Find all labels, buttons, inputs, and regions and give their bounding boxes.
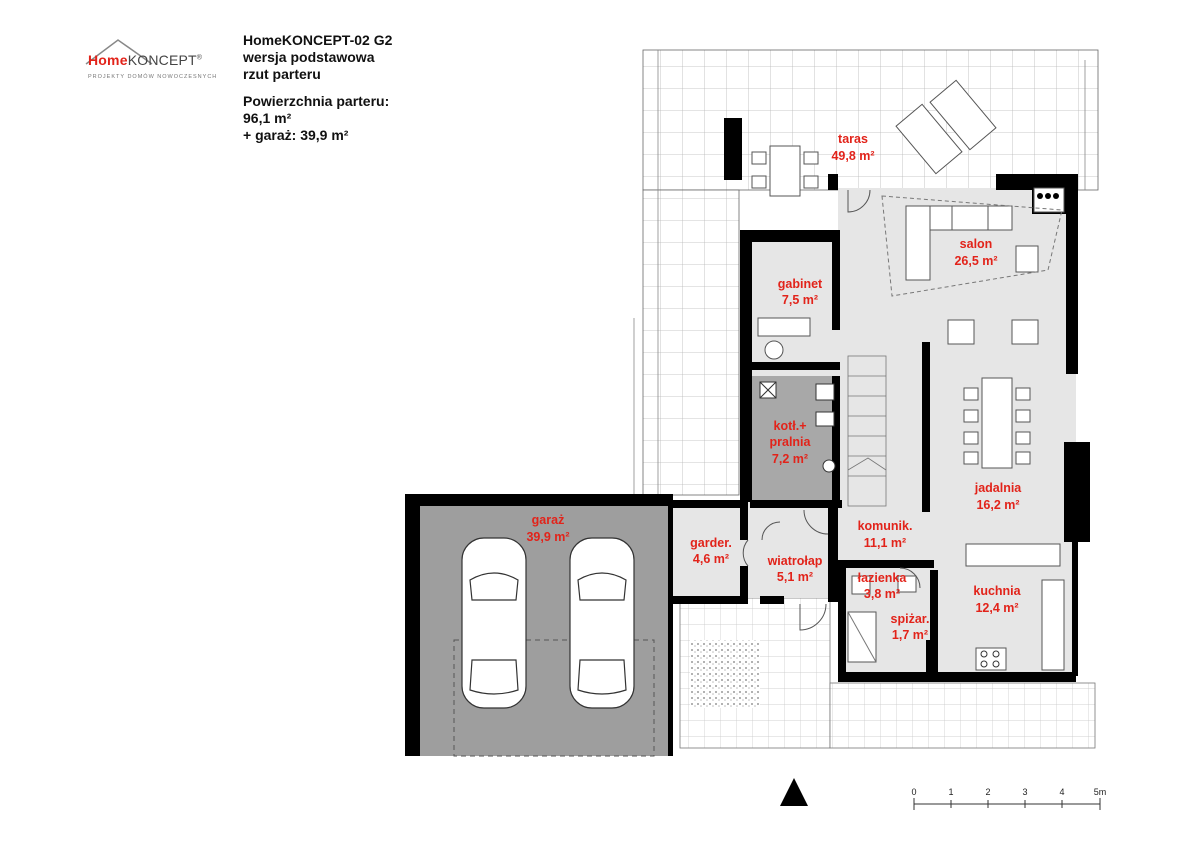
room-area-garderoba: 4,6 m²: [693, 552, 729, 566]
toilet: [851, 575, 871, 595]
scale-label: 2: [985, 787, 990, 797]
room-name-komunikacja: komunik.: [858, 519, 913, 533]
room-name-gabinet: gabinet: [778, 277, 823, 291]
armchair: [1011, 319, 1039, 345]
washbasin: [897, 575, 917, 593]
room-area-salon: 26,5 m²: [954, 254, 997, 268]
room-labels: taras 49,8 m² salon 26,5 m² gabinet 7,5 …: [526, 132, 1022, 642]
room-name-taras: taras: [838, 132, 868, 146]
staircase: [847, 355, 887, 507]
room-area-kuchnia: 12,4 m²: [975, 601, 1018, 615]
house-roof-icon: [85, 39, 153, 65]
project-version: wersja podstawowa: [243, 49, 375, 65]
rug-outline: [881, 195, 1063, 297]
plan-header: HomeKONCEPT-02 G2 wersja podstawowa rzut…: [243, 32, 392, 144]
room-name-kotlownia: kotł.+: [774, 419, 807, 433]
scale-label: 0: [911, 787, 916, 797]
room-name-salon: salon: [960, 237, 993, 251]
car-right: [569, 537, 635, 709]
fireplace-icon: [1037, 193, 1059, 199]
logo-wordmark: HomeKONCEPT®: [88, 52, 203, 68]
ground-floor-area-label: Powierzchnia parteru:: [243, 93, 390, 109]
stove-icon: [980, 650, 1000, 668]
armchair: [947, 319, 975, 345]
doors: [742, 189, 921, 631]
terrace-dining-set: [751, 145, 819, 197]
room-name-kuchnia: kuchnia: [973, 584, 1021, 598]
room-area-lazienka: 3,8 m²: [864, 587, 900, 601]
project-title: HomeKONCEPT-02 G2: [243, 32, 393, 48]
room-area-gabinet: 7,5 m²: [782, 293, 818, 307]
scale-label: 4: [1059, 787, 1064, 797]
room-name-pralnia: pralnia: [770, 435, 812, 449]
room-area-jadalnia: 16,2 m²: [976, 498, 1019, 512]
garage-area: + garaż: 39,9 m²: [243, 127, 349, 143]
washing-machine: [815, 411, 835, 427]
desk: [757, 317, 811, 337]
scale-label: 1: [948, 787, 953, 797]
walls: [668, 118, 1090, 682]
room-area-komunikacja: 11,1 m²: [864, 536, 906, 550]
plan-view-name: rzut parteru: [243, 66, 321, 82]
scale-label: 5m: [1094, 787, 1107, 797]
armchair: [1015, 245, 1039, 273]
room-name-wiatrolap: wiatrołap: [767, 554, 823, 568]
scale-bar: 0 1 2 3 4 5m: [911, 787, 1106, 810]
north-arrow-icon: [780, 778, 808, 806]
homekoncept-logo: HomeKONCEPT® PROJEKTY DOMÓW NOWOCZESNYCH: [84, 36, 216, 86]
room-area-spizarnia: 1,7 m²: [892, 628, 928, 642]
room-name-lazienka: łazienka: [858, 571, 908, 585]
room-name-garaz: garaż: [532, 513, 565, 527]
room-name-spizarnia: spiżar.: [891, 612, 930, 626]
logo-tagline: PROJEKTY DOMÓW NOWOCZESNYCH: [88, 74, 218, 80]
dining-table: [963, 377, 1031, 469]
scale-label: 3: [1022, 787, 1027, 797]
ground-floor-area-value: 96,1 m²: [243, 110, 292, 126]
shrub: [690, 640, 760, 708]
room-area-garaz: 39,9 m²: [526, 530, 569, 544]
room-area-kotlownia: 7,2 m²: [772, 452, 808, 466]
room-name-jadalnia: jadalnia: [974, 481, 1023, 495]
office-chair: [764, 340, 784, 360]
sun-loungers: [895, 79, 997, 175]
terrace-paving: [633, 49, 1099, 496]
room-area-wiatrolap: 5,1 m²: [777, 570, 813, 584]
sink: [815, 383, 835, 401]
sofa: [905, 205, 1013, 281]
room-name-garderoba: garder.: [690, 536, 732, 550]
room-area-taras: 49,8 m²: [831, 149, 874, 163]
car-left: [461, 537, 527, 709]
toilet: [822, 459, 836, 473]
